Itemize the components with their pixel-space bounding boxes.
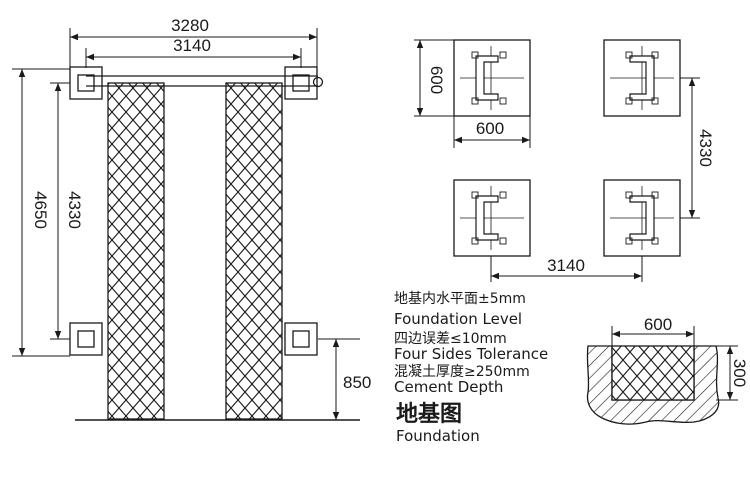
dim-pad-size: 600 [476, 119, 504, 138]
note-tolerance-cn: 四边误差≤10mm [394, 331, 507, 347]
left-runway [107, 82, 165, 420]
note-tolerance-en: Four Sides Tolerance [394, 345, 548, 363]
post-base-bottom-left [69, 322, 103, 356]
section-detail [586, 326, 738, 425]
note-level-en: Foundation Level [394, 310, 522, 328]
post-base-top-right [284, 66, 318, 100]
dim-pad-side: 600 [427, 66, 446, 94]
post-base-bottom-right [284, 322, 318, 356]
dim-base-depth: 850 [343, 373, 371, 392]
dim-section-width: 600 [644, 315, 672, 334]
pad-top-left [453, 39, 531, 117]
dim-section-depth: 300 [730, 359, 749, 387]
post-plan [414, 39, 700, 282]
dim-width-inner: 3140 [173, 36, 211, 55]
pad-top-right [603, 39, 681, 117]
dim-span-width: 3140 [547, 256, 585, 275]
post-base-top-left [69, 66, 103, 100]
pad-bottom-right [603, 179, 681, 257]
drawing-title-en: Foundation [396, 427, 480, 445]
drawing-title-cn: 地基图 [396, 402, 462, 427]
pad-bottom-left [453, 179, 531, 257]
concrete-pad [611, 345, 695, 401]
layout-plan [12, 28, 360, 421]
dim-length-inner: 4330 [65, 191, 84, 229]
dim-length-outer: 4650 [31, 191, 50, 229]
beam-pin-icon [312, 76, 324, 88]
dim-width-outer: 3280 [171, 16, 209, 35]
note-depth-en: Cement Depth [394, 378, 503, 396]
right-runway [225, 82, 283, 420]
soil-section [586, 345, 720, 425]
note-depth-cn: 混凝土厚度≥250mm [394, 364, 530, 380]
note-level-cn: 地基内水平面±5mm [394, 290, 526, 307]
dim-span-length: 4330 [696, 129, 715, 167]
